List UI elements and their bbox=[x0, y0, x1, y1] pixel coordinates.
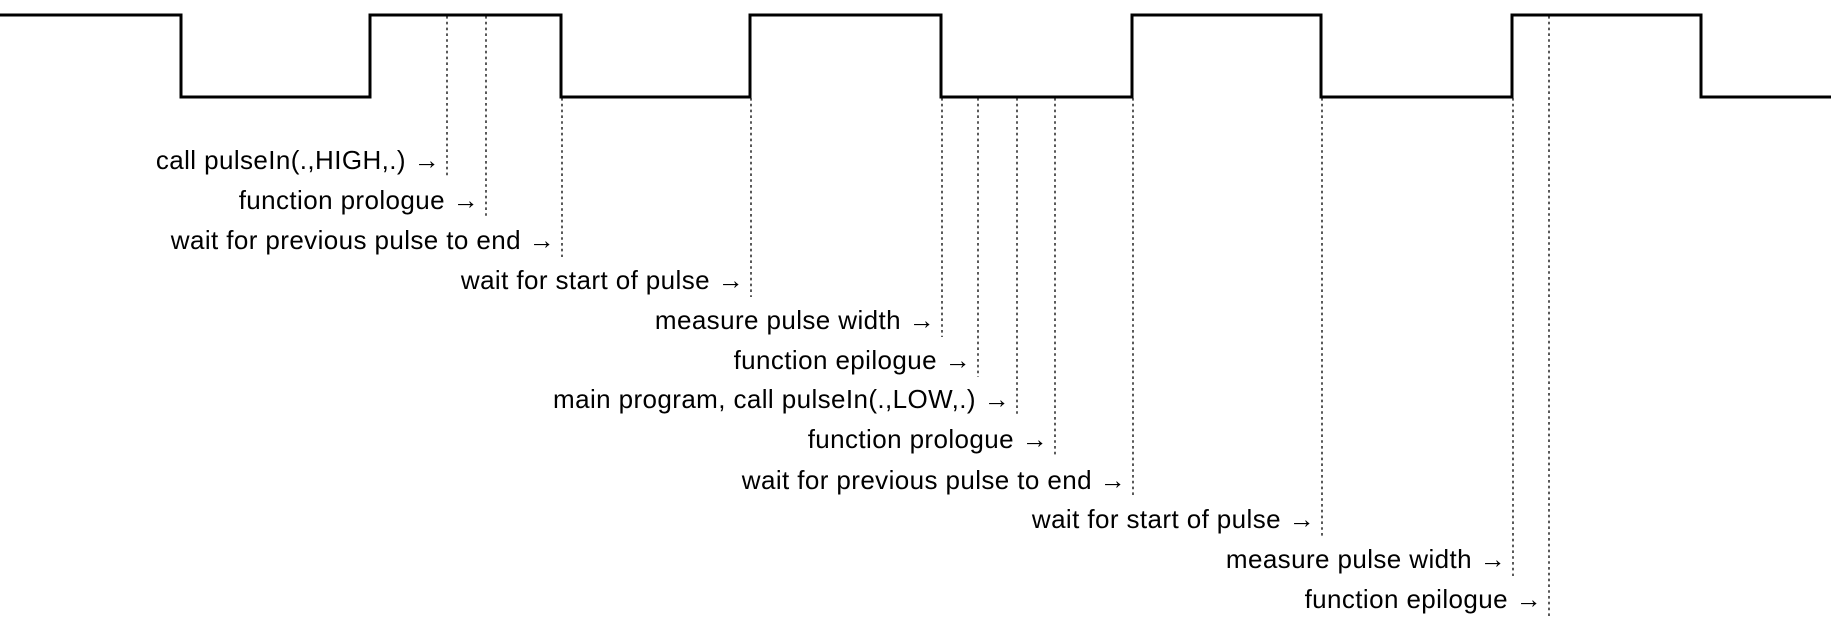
annotation-label: measure pulse width → bbox=[654, 305, 935, 335]
annotation-label: wait for start of pulse → bbox=[460, 265, 744, 295]
annotation-label: function epilogue → bbox=[1304, 584, 1542, 614]
annotation-label: measure pulse width → bbox=[1225, 544, 1506, 574]
annotation-label: function prologue → bbox=[238, 185, 479, 215]
annotation-label: function epilogue → bbox=[733, 345, 971, 375]
annotation-label: wait for previous pulse to end → bbox=[741, 465, 1126, 495]
event-marker-lines bbox=[446, 16, 1550, 616]
annotation-label: wait for previous pulse to end → bbox=[170, 225, 555, 255]
annotation-label: function prologue → bbox=[807, 424, 1048, 454]
annotation-label: wait for start of pulse → bbox=[1031, 504, 1315, 534]
annotation-label: main program, call pulseIn(.,LOW,.) → bbox=[553, 384, 1010, 414]
annotation-label: call pulseIn(.,HIGH,.) → bbox=[155, 145, 440, 175]
signal-trace bbox=[0, 13, 1831, 99]
